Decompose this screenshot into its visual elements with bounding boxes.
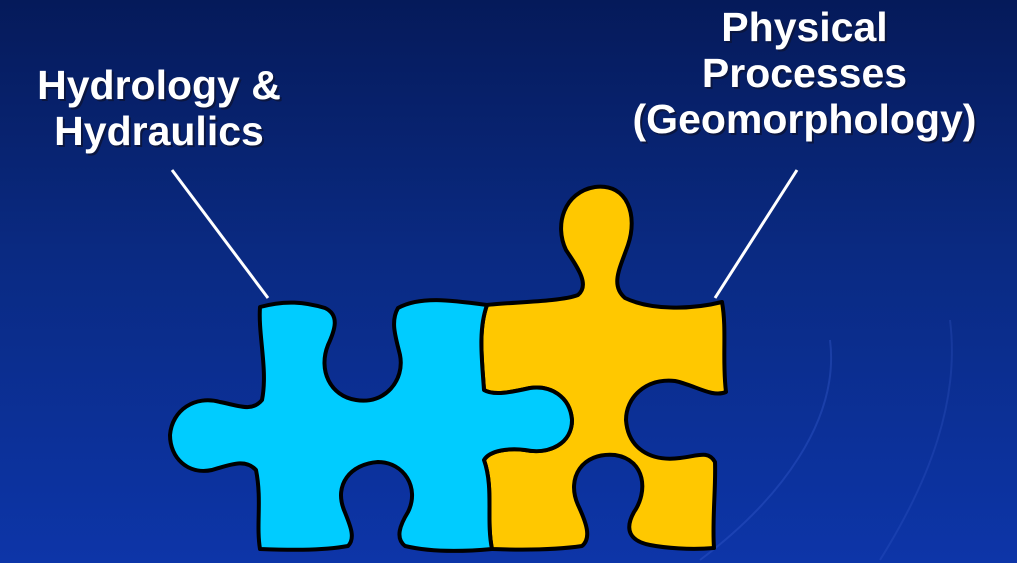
decorative-curve <box>879 319 953 561</box>
label-right-line-1: Physical <box>721 4 888 50</box>
label-left-line-1: Hydrology & <box>37 62 281 108</box>
label-physical-processes: Physical Processes (Geomorphology) <box>598 4 1011 142</box>
label-left-line-2: Hydraulics <box>54 108 264 154</box>
label-hydrology-hydraulics: Hydrology & Hydraulics <box>0 62 318 154</box>
leader-line-left <box>170 169 270 299</box>
puzzle-piece-blue <box>168 298 574 553</box>
leader-line-right <box>713 169 799 299</box>
label-right-line-2: Processes <box>701 50 908 96</box>
label-right-line-3: (Geomorphology) <box>632 96 977 142</box>
puzzle-piece-yellow <box>479 184 728 552</box>
decorative-curve <box>699 339 833 561</box>
